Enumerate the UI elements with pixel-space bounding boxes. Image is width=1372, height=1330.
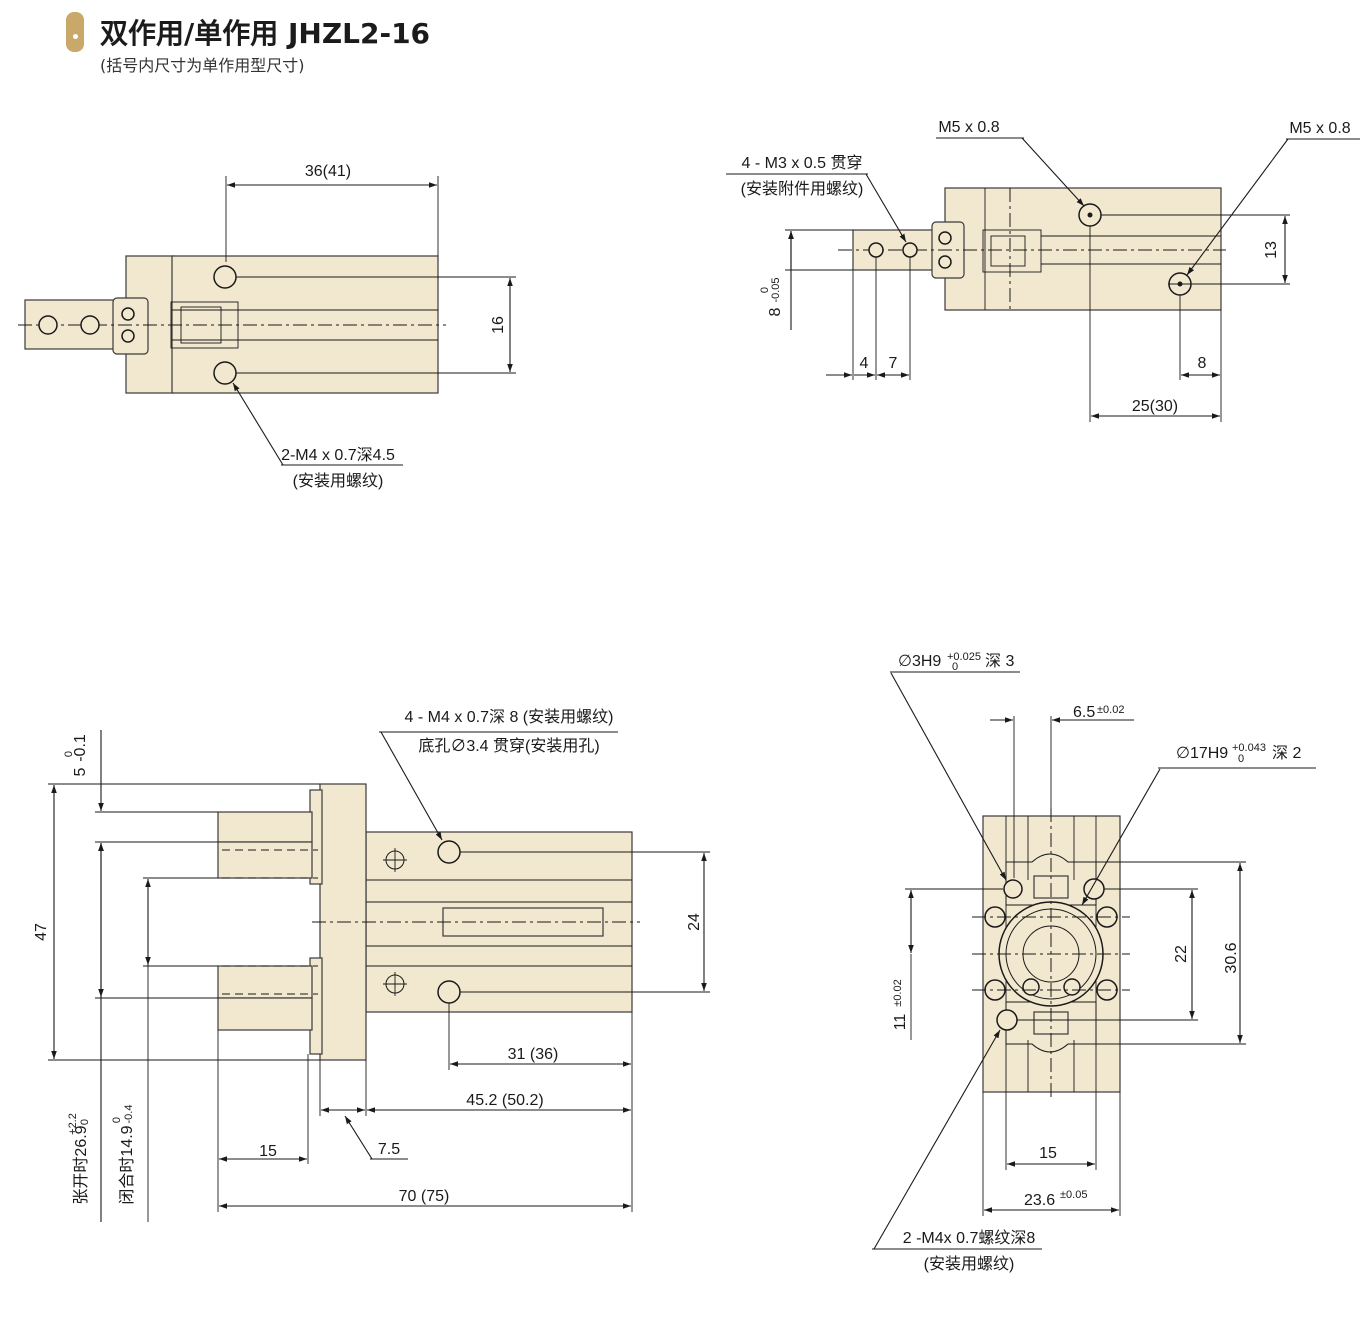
view-top-right: 13 8 0 -0.05 4 7 8 25(30) 4 - M3 x 0.5 贯… (726, 119, 1360, 422)
accessory-hole (868, 242, 884, 258)
callout-accessory-thread: 4 - M3 x 0.5 贯穿 (742, 154, 863, 172)
dim-31: 31 (36) (508, 1046, 559, 1063)
screw-icon (121, 307, 135, 321)
jaw-finger-upper-inner (217, 841, 313, 879)
mount-hole (80, 315, 100, 335)
dim-22: 22 (1173, 945, 1190, 963)
dim-23-6-tol: ±0.05 (1060, 1189, 1087, 1201)
dim-25: 25(30) (1132, 398, 1178, 415)
dim-47: 47 (33, 923, 50, 941)
page-title: 双作用/单作用 JHZL2-16 (100, 17, 431, 50)
callout-bore-tol-upper: +0.043 (1232, 742, 1266, 754)
view-bottom-right: 6.5 ±0.02 ∅3H9 +0.025 0 深 3 ∅17H9 +0.043… (872, 651, 1316, 1273)
piston-slot (982, 229, 1042, 273)
crosshair-icon (383, 848, 407, 872)
piston-rod (990, 235, 1026, 267)
dim-port-pitch: 13 (1263, 241, 1280, 259)
page-subtitle: (括号内尺寸为单作用型尺寸) (100, 56, 305, 75)
dim-pitch: 16 (490, 316, 507, 334)
accessory-hole (902, 242, 918, 258)
jaw-clamp (112, 297, 149, 355)
thread-hole-icon (437, 840, 461, 864)
callout-bore: ∅17H9 (1176, 745, 1228, 762)
view-bottom-left: 24 4 - M4 x 0.7深 8 (安装用螺纹) 底孔∅3.4 贯穿(安装用… (33, 708, 710, 1222)
dim-5-tol-upper: 0 (63, 751, 75, 757)
dim-close-tol-upper: 0 (111, 1117, 123, 1123)
dim-30-6: 30.6 (1223, 942, 1240, 973)
dim-jaw-width: 8 (767, 307, 784, 316)
callout-accessory-thread-note: (安装附件用螺纹) (741, 180, 864, 198)
dim-70: 70 (75) (399, 1188, 450, 1205)
crosshair-icon (383, 972, 407, 996)
dim-15: 15 (259, 1143, 277, 1160)
callout-bore-tol-lower: 0 (1238, 753, 1244, 765)
dim-11: 11 (892, 1014, 909, 1031)
jaw-finger-lower-inner (217, 965, 313, 999)
page-header: 双作用/单作用 JHZL2-16 (括号内尺寸为单作用型尺寸) (66, 8, 666, 78)
dim-hole-pitch: 24 (686, 913, 703, 931)
dim-7-5: 7.5 (378, 1141, 400, 1158)
dim-open-stroke: 张开时26.9 (72, 1125, 90, 1204)
dim-jaw-width-tol-lower: -0.05 (770, 277, 782, 302)
thread-hole-icon (213, 361, 237, 385)
callout-pin-hole-tol-upper: +0.025 (947, 651, 981, 663)
pin-hole (1022, 978, 1040, 996)
dim-6-5: 6.5 (1073, 704, 1095, 721)
view-top-left: 36(41) 16 2-M4 x 0.7深4.5 (安装用螺纹) (18, 163, 516, 490)
dim-45: 45.2 (50.2) (466, 1092, 543, 1109)
dim-15: 15 (1039, 1145, 1057, 1162)
dim-4: 4 (860, 355, 869, 372)
thread-hole-icon (213, 265, 237, 289)
callout-mount-hole: 底孔∅3.4 贯穿(安装用孔) (418, 737, 599, 755)
callout-port-a: M5 x 0.8 (938, 119, 999, 136)
dim-jaw-width-tol-upper: 0 (759, 287, 771, 293)
screw-icon (121, 329, 135, 343)
dim-close-stroke: 闭合时14.9 (118, 1125, 136, 1204)
jaw-finger-upper (217, 811, 313, 843)
mount-hole (38, 315, 58, 335)
thread-hole-icon (996, 1009, 1018, 1031)
callout-mount-thread: 2 -M4x 0.7螺纹深8 (903, 1229, 1036, 1247)
screw-icon (938, 255, 952, 269)
callout-mount-thread: 2-M4 x 0.7深4.5 (281, 446, 395, 464)
callout-bore-depth: 深 2 (1272, 744, 1301, 762)
dim-6-5-tol: ±0.02 (1097, 704, 1124, 716)
dim-open-tol-upper: +2.2 (67, 1113, 79, 1135)
callout-port-b: M5 x 0.8 (1289, 120, 1350, 137)
dim-5: 5 (72, 767, 89, 776)
pin-hole (1063, 978, 1081, 996)
dim-5-tol-lower: -0.1 (72, 734, 89, 762)
dim-open-tol-lower: 0 (79, 1119, 91, 1125)
dim-length: 36(41) (305, 163, 351, 180)
thread-hole-icon (437, 980, 461, 1004)
title-badge (66, 12, 84, 52)
callout-mount-thread-note: (安装用螺纹) (293, 472, 384, 490)
title-badge-dot (73, 34, 78, 39)
dim-8: 8 (1198, 355, 1207, 372)
callout-pin-hole: ∅3H9 (898, 653, 941, 670)
dim-7: 7 (889, 355, 898, 372)
jaw-finger-lower (217, 997, 313, 1031)
dim-11-tol: ±0.02 (892, 979, 904, 1006)
callout-pin-hole-tol-lower: 0 (952, 661, 958, 673)
dowel-hole (1003, 879, 1023, 899)
dim-close-tol-lower: -0.4 (123, 1105, 135, 1124)
screw-icon (938, 231, 952, 245)
callout-mount-thread: 4 - M4 x 0.7深 8 (安装用螺纹) (405, 708, 614, 726)
dim-23-6: 23.6 (1024, 1192, 1055, 1209)
callout-mount-thread-note: (安装用螺纹) (924, 1255, 1015, 1273)
callout-pin-hole-depth: 深 3 (985, 652, 1014, 670)
